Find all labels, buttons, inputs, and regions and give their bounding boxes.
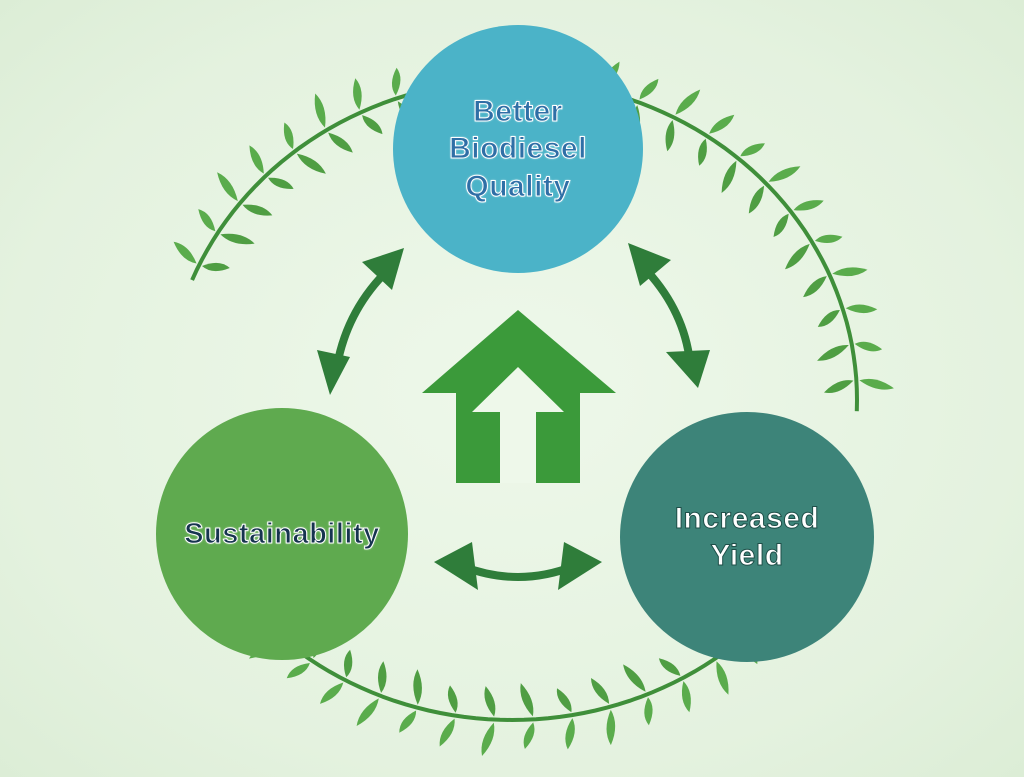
leaf-icon: [481, 722, 495, 756]
leaf-icon: [785, 243, 810, 270]
leaf-icon: [242, 204, 273, 216]
leaf-icon: [675, 89, 701, 115]
leaf-icon: [623, 664, 646, 692]
arrow-quality-sustainability: [317, 248, 404, 395]
vine-group: [190, 85, 860, 723]
leaf-icon: [658, 658, 681, 676]
leaf-icon: [447, 685, 458, 713]
house-up-arrow-icon: [422, 310, 616, 483]
leaf-icon: [556, 688, 572, 713]
leaf-icon: [202, 262, 230, 272]
leaf-icon: [377, 661, 387, 693]
leaf-icon: [249, 145, 264, 174]
label-sustainability: Sustainability: [184, 516, 380, 552]
leaf-icon: [217, 172, 238, 202]
label-increased-yield: Increased Yield: [674, 500, 820, 575]
leaf-icon: [484, 686, 496, 717]
leaf-icon: [665, 120, 675, 152]
leaf-icon: [803, 276, 827, 298]
leaf-icon: [740, 143, 765, 157]
leaf-icon: [817, 344, 849, 361]
label-line: Increased: [674, 501, 820, 535]
vine-stem: [190, 85, 441, 281]
leaf-icon: [565, 718, 575, 750]
leaf-icon: [591, 678, 610, 704]
leaf-icon: [709, 114, 735, 134]
leaf-icon: [413, 669, 422, 705]
leaf-icon: [793, 200, 824, 211]
vine-stem: [238, 595, 786, 723]
label-line: Better: [473, 94, 563, 128]
leaf-icon: [716, 661, 729, 695]
arrowhead-icon: [628, 243, 671, 286]
leaf-icon: [698, 138, 707, 166]
leaf-icon: [845, 304, 878, 314]
leaf-icon: [606, 709, 616, 746]
arrowhead-icon: [317, 350, 350, 395]
leaf-icon: [773, 213, 789, 237]
vine-stem: [583, 85, 860, 412]
leaf-icon: [391, 67, 401, 96]
arrow-quality-yield: [628, 243, 710, 388]
circle-increased-yield: Increased Yield: [620, 412, 874, 662]
leaf-icon: [824, 380, 854, 394]
leaf-icon: [721, 160, 737, 193]
leaf-icon: [320, 682, 344, 704]
leaf-icon: [439, 718, 455, 747]
leaf-icon: [328, 132, 353, 153]
leaf-icon: [859, 378, 894, 390]
leaf-icon: [748, 185, 765, 214]
leaf-icon: [283, 122, 294, 149]
arrowhead-icon: [434, 542, 478, 590]
leaf-icon: [644, 697, 653, 726]
label-better-biodiesel-quality: Better Biodiesel Quality: [393, 93, 643, 206]
leaf-icon: [356, 698, 379, 726]
arrowhead-icon: [362, 248, 404, 290]
leaf-icon: [639, 78, 659, 100]
leaf-icon: [362, 115, 383, 135]
arrowhead-icon: [558, 542, 602, 590]
leaf-icon: [520, 683, 534, 717]
leaf-icon: [768, 166, 801, 182]
leaf-icon: [286, 663, 310, 679]
circle-better-biodiesel-quality: Better Biodiesel Quality: [393, 25, 643, 273]
leaf-icon: [268, 177, 294, 189]
leaf-icon: [220, 233, 255, 245]
leaf-icon: [854, 341, 883, 352]
leaf-icon: [681, 681, 691, 713]
arrowhead-icon: [666, 350, 710, 388]
arrow-sustainability-yield: [434, 542, 602, 590]
leaf-icon: [832, 267, 868, 277]
leaf-icon: [814, 234, 843, 244]
leaf-icon: [296, 153, 326, 174]
leaf-icon: [314, 93, 326, 128]
leaf-icon: [343, 649, 353, 678]
leaf-icon: [523, 722, 535, 749]
leaf-icon: [198, 209, 216, 232]
label-line: Yield: [710, 539, 784, 573]
circle-sustainability: Sustainability: [156, 408, 408, 660]
leaf-icon: [817, 309, 840, 327]
label-line: Sustainability: [184, 517, 380, 550]
label-line: Biodiesel Quality: [449, 132, 587, 204]
leaf-icon: [399, 710, 417, 733]
leaf-icon: [353, 78, 362, 110]
leaf-icon: [173, 241, 197, 264]
